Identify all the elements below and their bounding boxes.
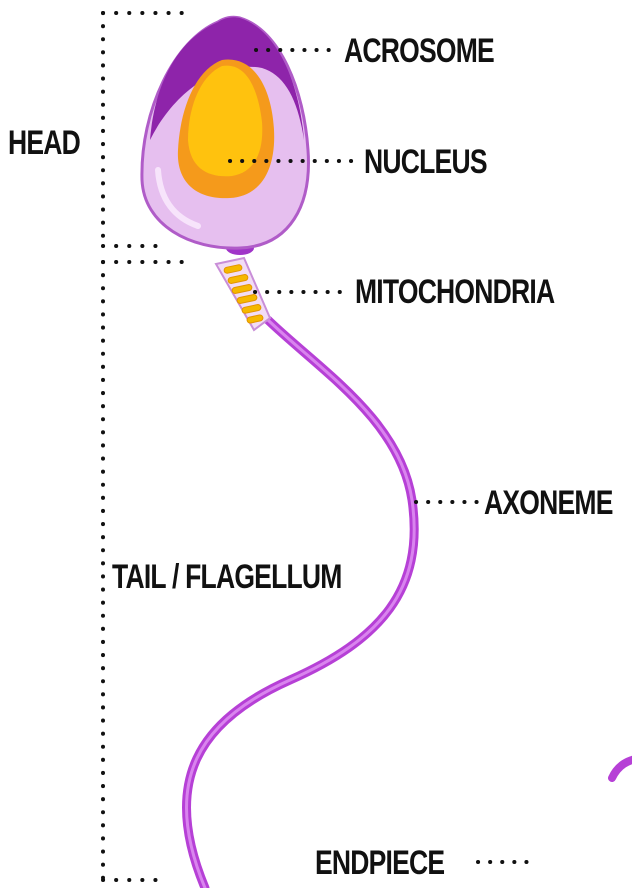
- label-axoneme: AXONEME: [484, 486, 613, 520]
- label-acrosome: ACROSOME: [344, 34, 494, 68]
- label-tail: TAIL / FLAGELLUM: [112, 560, 342, 594]
- midpiece: [216, 258, 270, 330]
- sperm-head: [142, 17, 309, 248]
- tail-flagellum: [186, 320, 414, 888]
- label-nucleus: NUCLEUS: [364, 145, 487, 179]
- other-tail-fragment: [612, 758, 632, 778]
- label-mitochondria: MITOCHONDRIA: [355, 275, 554, 309]
- label-endpiece: ENDPIECE: [315, 846, 444, 880]
- label-head: HEAD: [8, 126, 80, 160]
- tail-highlight: [186, 320, 414, 888]
